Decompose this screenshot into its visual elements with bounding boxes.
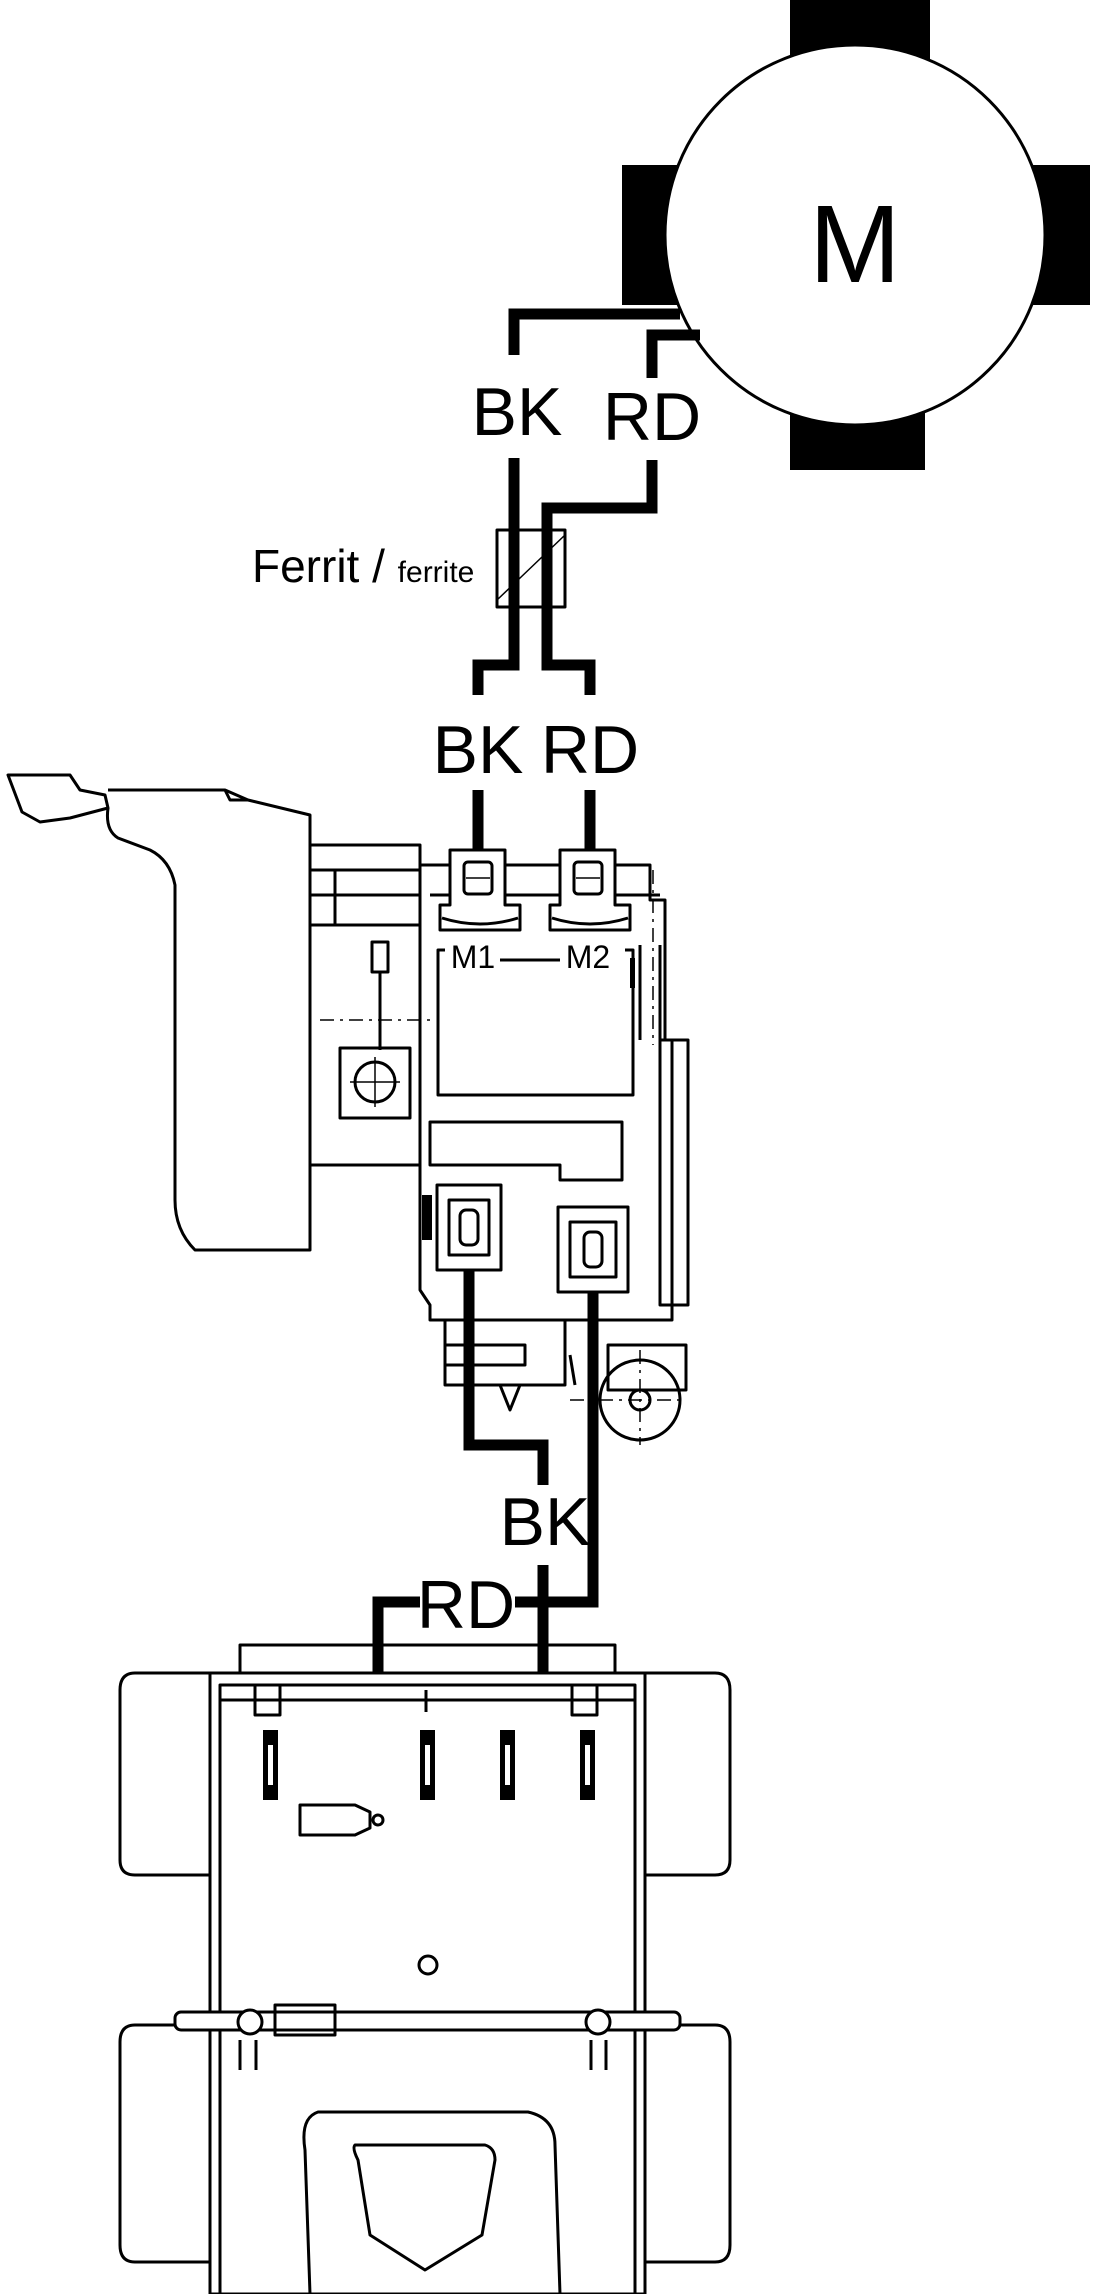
battery-vent-hole [417,1954,439,1976]
motor-label: M [809,183,901,306]
terminal-label-mask [445,940,625,975]
battery-contact-1-slot [268,1745,273,1785]
terminal-m1 [438,848,522,932]
battery-lower-left-wing [118,2023,217,2264]
switch-battery-terminal-right [556,1205,630,1294]
battery-inner-frame [218,1683,637,2294]
motor-black-lead-label: BK [472,374,563,450]
terminal-m1-slot [462,860,494,896]
terminal-m1-base [441,916,519,926]
trigger-paddle [6,773,110,824]
battery-release-bar [173,2010,682,2032]
switch-battery-terminal-right-inner [568,1220,618,1279]
switch-black-output-wire [463,1270,549,1485]
switch-battery-terminal-left-slot [458,1208,480,1247]
battery-contact-4-slot [585,1745,590,1785]
battery-fuse [298,1803,372,1837]
battery-release-latch [273,2003,337,2037]
trigger-switch: M1 M2 [6,773,690,1445]
switch-side-rail [658,1038,690,1307]
terminal-m1-housing [438,848,522,932]
motor-black-wire [508,308,680,355]
ferrite-label: Ferrit / ferrite [252,540,474,592]
switch-battery-terminal-left-mark [422,1195,432,1240]
terminal-m2-slot [572,860,604,896]
motor-red-wire [646,329,700,378]
battery-release-button-face [352,2143,497,2272]
battery-pack [118,1643,732,2294]
terminal-m2-housing [548,848,632,932]
switch-bottom-clip [498,1384,522,1412]
battery-contact-1 [263,1730,278,1800]
ferrite-body [495,528,567,609]
switch-battery-terminal-right-slot [582,1230,604,1269]
battery-upper-left-wing [118,1671,217,1877]
battery-contact-2 [420,1730,435,1800]
switch-battery-terminal-left-outer [435,1183,503,1272]
battery-fuse-pin [371,1813,385,1827]
switch-black-lead-label: BK [433,712,524,788]
switch-rotor-frame [606,1343,688,1392]
terminal-m2 [548,848,632,932]
terminal-m2-base [551,916,629,926]
terminal-m2-mark [630,958,635,988]
battery-post-left [253,1683,282,1717]
black-wire-through-ferrite [472,458,520,695]
terminal-m1-label: M1 [451,939,495,975]
ferrite-slash [496,534,566,601]
red-wire-through-ferrite [541,460,658,695]
switch-battery-terminal-left-inner [447,1198,491,1257]
switch-bottom-step [443,1343,527,1367]
motor-red-lead-label: RD [603,379,701,455]
battery-release-right-knob [584,2008,612,2036]
battery-upper-right-wing [638,1671,732,1877]
battery-contact-4 [580,1730,595,1800]
switch-bottom-rail [568,1354,577,1386]
terminal-m2-label: M2 [566,939,610,975]
switch-battery-terminal-left [422,1183,503,1272]
ferrite-core: Ferrit / ferrite [252,528,567,609]
motor-housing [663,43,1047,427]
battery-contact-3 [500,1730,515,1800]
switch-red-lead-label: RD [541,712,639,788]
battery-post-right [570,1683,599,1717]
switch-middle-slot [428,1120,624,1182]
motor: M [622,0,1090,470]
battery-red-lead-label: RD [417,1567,515,1643]
battery-black-lead-label: BK [500,1484,591,1560]
battery-contact-3-slot [505,1745,510,1785]
battery-lower-right-wing [638,2023,732,2264]
battery-release-left-knob [236,2008,264,2036]
switch-screw-frame [338,1046,412,1120]
switch-small-pin [370,940,390,974]
battery-top-cap [238,1643,617,1677]
switch-bottom-block [443,1318,567,1387]
battery-red-label-mask [420,1570,515,1640]
ferrite-label-sub: ferrite [398,556,475,589]
motor-leads: BK RD [472,308,701,695]
trigger-lever-edge [223,789,248,802]
trigger-lever [106,788,312,1252]
ferrite-label-main: Ferrit / [252,540,398,592]
battery-contact-2-slot [425,1745,430,1785]
